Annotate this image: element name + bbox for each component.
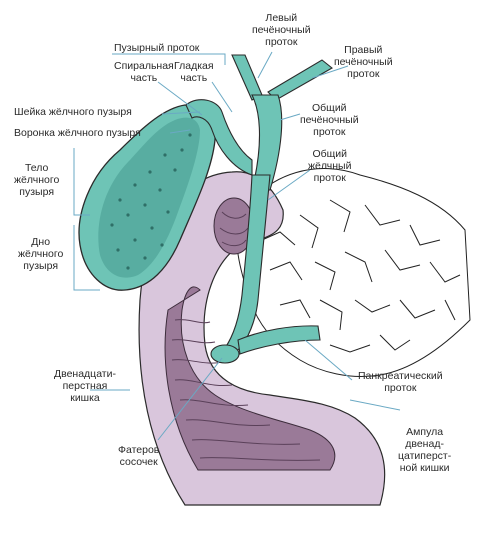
gallbladder-shape: [78, 104, 216, 291]
label-gallbladder-neck: Шейка жёлчного пузыря: [14, 106, 132, 118]
duodenum-shape: [138, 171, 386, 506]
label-gallbladder-infundibulum: Воронка жёлчного пузыря: [14, 127, 141, 139]
bile-ducts: [185, 54, 333, 364]
label-cystic-duct: Пузырный проток: [114, 42, 200, 54]
leader-lines: [73, 51, 401, 441]
